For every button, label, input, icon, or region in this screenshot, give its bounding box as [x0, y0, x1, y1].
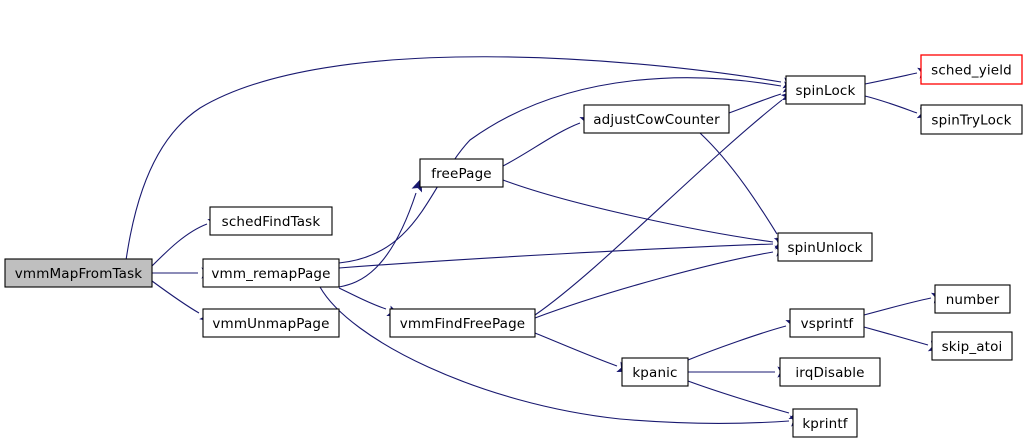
node-box-spinUnlock[interactable] — [777, 232, 873, 262]
node-spinUnlock[interactable]: spinUnlock — [777, 232, 873, 262]
node-box-skip_atoi[interactable] — [931, 331, 1013, 361]
node-box-vsprintf[interactable] — [789, 308, 865, 338]
node-label-schedFindTask: schedFindTask — [222, 214, 321, 230]
node-label-freePage: freePage — [431, 166, 492, 182]
edge-adjustCowCounter-to-spinUnlock — [699, 132, 778, 235]
node-label-number: number — [946, 292, 1000, 308]
node-kpanic[interactable]: kpanic — [621, 357, 689, 387]
node-skip_atoi[interactable]: skip_atoi — [931, 331, 1013, 361]
edge-kpanic-to-kprintf — [687, 380, 790, 414]
edge-vsprintf-to-number — [863, 297, 932, 316]
node-vmm_remapPage[interactable]: vmm_remapPage — [202, 258, 340, 288]
edge-layer — [121, 56, 932, 424]
node-box-spinLock[interactable] — [785, 75, 866, 105]
edge-adjustCowCounter-to-spinLock — [728, 93, 782, 114]
node-box-adjustCowCounter[interactable] — [583, 104, 730, 134]
node-label-spinUnlock: spinUnlock — [787, 240, 862, 256]
node-vmmFindFreePage[interactable]: vmmFindFreePage — [389, 308, 536, 338]
edge-freePage-to-adjustCowCounter — [502, 122, 581, 167]
node-kprintf[interactable]: kprintf — [792, 408, 858, 438]
node-label-vmmFindFreePage: vmmFindFreePage — [400, 316, 526, 332]
node-box-sched_yield[interactable] — [920, 54, 1023, 85]
node-label-vsprintf: vsprintf — [801, 316, 855, 332]
node-label-spinTryLock: spinTryLock — [931, 113, 1011, 129]
edge-vmm_remapPage-to-spinUnlock — [338, 243, 774, 269]
node-box-freePage[interactable] — [419, 158, 504, 188]
node-label-vmmUnmapPage: vmmUnmapPage — [212, 316, 329, 332]
node-layer: vmmMapFromTask schedFindTask vmm_remapPage… — [4, 54, 1023, 438]
edge-vmmMapFromTask-to-spinLock — [121, 56, 782, 288]
node-box-irqDisable[interactable] — [779, 357, 881, 387]
edge-kpanic-to-vsprintf — [687, 325, 787, 361]
edge-spinLock-to-sched_yield — [864, 72, 918, 85]
node-vmmUnmapPage[interactable]: vmmUnmapPage — [202, 308, 340, 338]
edge-vmmMapFromTask-to-vmmUnmapPage — [151, 280, 200, 314]
node-box-schedFindTask[interactable] — [209, 206, 333, 236]
node-label-vmmMapFromTask: vmmMapFromTask — [15, 266, 142, 282]
node-label-spinLock: spinLock — [796, 83, 856, 99]
node-box-number[interactable] — [934, 284, 1011, 314]
node-box-kprintf[interactable] — [792, 408, 858, 438]
edge-vmmFindFreePage-to-kpanic — [534, 332, 618, 367]
node-spinLock[interactable]: spinLock — [785, 75, 866, 105]
edge-vmm_remapPage-to-spinLock — [338, 77, 782, 264]
node-box-vmmMapFromTask[interactable] — [4, 258, 153, 288]
edge-freePage-to-spinUnlock — [502, 179, 774, 243]
node-label-kpanic: kpanic — [632, 365, 677, 381]
edge-vmmFindFreePage-to-spinUnlock — [534, 251, 774, 319]
node-box-kpanic[interactable] — [621, 357, 689, 387]
node-vsprintf[interactable]: vsprintf — [789, 308, 865, 338]
node-irqDisable[interactable]: irqDisable — [779, 357, 881, 387]
edge-vmm_remapPage-to-kprintf — [319, 286, 790, 424]
node-box-vmm_remapPage[interactable] — [202, 258, 340, 288]
node-spinTryLock[interactable]: spinTryLock — [920, 104, 1023, 135]
node-label-skip_atoi: skip_atoi — [942, 339, 1003, 355]
node-label-vmm_remapPage: vmm_remapPage — [211, 266, 330, 282]
node-label-kprintf: kprintf — [802, 416, 848, 432]
node-label-adjustCowCounter: adjustCowCounter — [593, 112, 720, 128]
edge-vmm_remapPage-to-freePage — [338, 192, 417, 288]
node-box-vmmFindFreePage[interactable] — [389, 308, 536, 338]
node-box-spinTryLock[interactable] — [920, 104, 1023, 135]
node-label-irqDisable: irqDisable — [795, 365, 864, 381]
node-box-vmmUnmapPage[interactable] — [202, 308, 340, 338]
edge-vmm_remapPage-to-vmmFindFreePage — [338, 287, 387, 310]
node-number[interactable]: number — [934, 284, 1011, 314]
edge-vsprintf-to-skip_atoi — [863, 326, 929, 346]
node-vmmMapFromTask[interactable]: vmmMapFromTask — [4, 258, 153, 288]
arrowhead-vmm_remapPage-to-freePage — [411, 177, 423, 193]
node-label-sched_yield: sched_yield — [931, 63, 1012, 79]
node-schedFindTask[interactable]: schedFindTask — [209, 206, 333, 236]
node-freePage[interactable]: freePage — [419, 158, 504, 188]
edge-vmmMapFromTask-to-schedFindTask — [151, 223, 208, 267]
node-sched_yield[interactable]: sched_yield — [920, 54, 1023, 85]
edge-vmmFindFreePage-to-spinLock — [534, 99, 783, 316]
edge-spinLock-to-spinTryLock — [864, 95, 918, 114]
node-adjustCowCounter[interactable]: adjustCowCounter — [583, 104, 730, 134]
